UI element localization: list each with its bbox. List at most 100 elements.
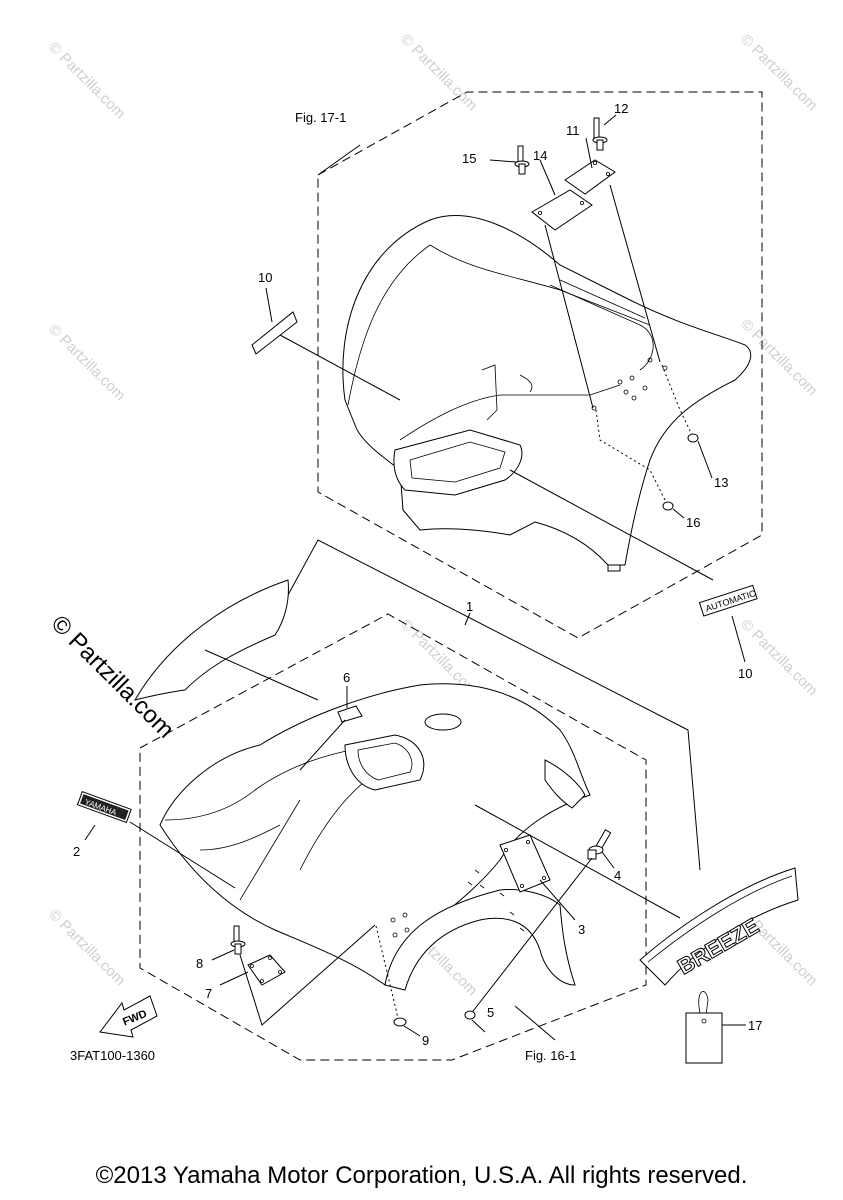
leader-line [731,615,746,663]
plate-7 [247,954,286,986]
fender-contour [199,824,281,851]
watermark: © Partzilla.com [397,31,480,114]
leader-line [672,508,685,519]
fender-contour [549,284,654,371]
front-wheel-arch [384,889,576,991]
watermark: © Partzilla.com [45,321,128,404]
front-fender-group: 1 Fig. 16-1 6 [70,539,799,1064]
decal-yamaha: YAMAHA [76,790,132,824]
leader-line [539,879,576,921]
watermark: © Partzilla.com [45,39,128,122]
callout-9: 9 [422,1033,429,1048]
assembly-line [375,925,399,1019]
leader-line [474,804,681,919]
callout-13: 13 [714,475,728,490]
callout-17: 17 [748,1018,762,1033]
grommet-5 [464,1010,476,1020]
leader-line [509,469,714,581]
callout-15: 15 [462,151,476,166]
callout-12: 12 [614,101,628,116]
fender-contour [429,244,651,326]
callout-1: 1 [466,599,473,614]
figure-ref-17-1: Fig. 17-1 [295,110,346,125]
leader-line [204,649,319,701]
leader-line [211,949,235,961]
grommet-9 [393,1017,407,1027]
callout-7: 7 [205,986,212,1001]
rivet-4 [587,829,612,860]
callout-6: 6 [343,670,350,685]
leader-line [265,287,273,323]
fender-curl [544,759,586,809]
leader-line [697,440,713,479]
leader-line [603,114,617,126]
fender-tab [607,564,621,572]
assembly-line [595,409,666,501]
leader-line [279,334,401,401]
plate-3 [499,834,551,893]
front-group-boundary [139,613,647,1061]
leader-line [84,824,96,841]
box-inner [409,441,506,483]
callout-14: 14 [533,148,547,163]
rivet-8 [230,925,246,955]
fender-contour [347,244,431,406]
front-fender-left-wing [133,579,289,701]
watermark: © Partzilla.com [45,906,128,989]
callout-8: 8 [196,956,203,971]
tag-17 [685,991,723,1064]
rivet-15 [514,145,530,175]
leader-line [489,159,517,163]
watermark: © Partzilla.com [737,616,820,699]
leader-line [464,612,471,626]
leader-line [514,1005,556,1041]
rear-group-boundary [317,91,763,639]
plate-14 [531,189,593,231]
callout-11: 11 [566,123,580,138]
exploded-view-svg: © Partzilla.com © Partzilla.com © Partzi… [45,31,821,1064]
assembly-line [544,224,594,409]
grommet-13 [687,433,699,443]
decal-breeze: BREEZE [639,867,799,986]
fuel-cap-hole [424,713,462,731]
decal-automatic: AUTOMATIC [698,584,758,617]
front-fender [159,683,591,986]
callout-16: 16 [686,515,700,530]
callout-5: 5 [487,1005,494,1020]
callout-10-automatic: 10 [738,666,752,681]
fender-contour [519,374,533,393]
leader-line [471,1019,486,1033]
rear-fender-group: Fig. 17-1 10 11 14 [251,91,763,681]
leader-line [299,719,346,771]
fender-holes [591,357,668,411]
fuel-recess-inner [357,742,413,781]
arch-slots [467,869,525,932]
leader-line [129,821,236,889]
fender-holes [390,912,410,938]
assembly-line [661,364,693,436]
decal-10-left [251,311,298,355]
figure-ref-16-1: Fig. 16-1 [525,1048,576,1063]
assembly-line [469,857,593,1016]
fender-contour [239,799,301,901]
leader-line [585,137,593,169]
callout-4: 4 [614,868,621,883]
callout-10: 10 [258,270,272,285]
fwd-arrow-icon: FWD [99,995,158,1038]
rivet-12 [592,117,608,151]
fender-contour [164,744,381,821]
leader-line [403,1025,421,1037]
assembly-line [239,924,376,1026]
fender-contour [481,364,498,421]
diagram-code: 3FAT100-1360 [70,1048,155,1063]
decal-6 [337,705,363,723]
watermark: © Partzilla.com [737,31,820,114]
fender-contour [399,384,621,441]
callout-3: 3 [578,922,585,937]
leader-line [601,851,615,869]
leader-line [219,971,249,986]
leader-line [317,144,361,176]
grommet-16 [662,501,674,511]
assembly-line [609,184,661,363]
